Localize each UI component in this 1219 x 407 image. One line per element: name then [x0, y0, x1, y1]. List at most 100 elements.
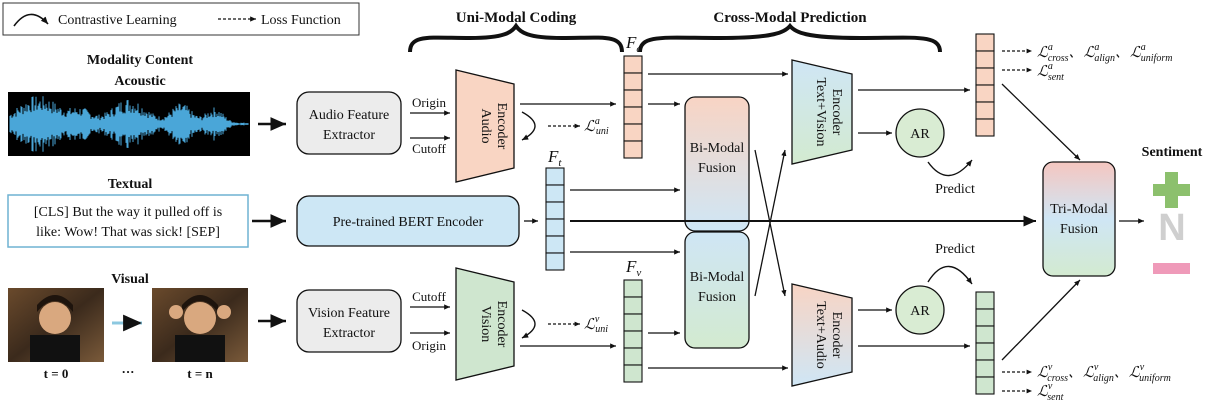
feature-cell — [975, 33, 995, 52]
text-sample-box: [CLS] But the way it pulled off is like:… — [7, 194, 249, 248]
svg-text:Encoder: Encoder — [829, 312, 844, 359]
feature-cell — [623, 72, 643, 91]
visual-label: Visual — [111, 272, 149, 287]
feature-cell — [545, 235, 565, 254]
feature-cell — [975, 308, 995, 327]
text-sample-line2: like: Wow! That was sick! [SEP] — [36, 225, 220, 240]
audio-encoder: Audio Encoder — [455, 69, 515, 183]
unimodal-brace — [408, 22, 624, 53]
plus-icon — [1153, 172, 1190, 208]
textual-label: Textual — [108, 177, 153, 192]
feature-cell — [623, 55, 643, 74]
feature-cell — [623, 347, 643, 366]
feature-cell — [623, 313, 643, 332]
feature-cell — [623, 123, 643, 142]
crossmodal-prediction-title: Cross-Modal Prediction — [713, 10, 867, 26]
feature-cell — [975, 376, 995, 395]
audio-origin-label: Origin — [412, 95, 446, 110]
bimodal-fusion-bottom: Bi-Modal Fusion — [684, 231, 750, 349]
bert-encoder: Pre-trained BERT Encoder — [296, 195, 520, 247]
svg-text:Bi-Modal: Bi-Modal — [690, 270, 745, 285]
video-frame-end — [152, 288, 248, 362]
svg-text:Encoder: Encoder — [494, 301, 509, 348]
svg-text:Audio: Audio — [478, 109, 493, 144]
feature-cell — [975, 118, 995, 137]
svg-text:Tri-Modal: Tri-Modal — [1050, 202, 1108, 217]
feature-cell — [623, 296, 643, 315]
audio-cutoff-label: Cutoff — [412, 141, 446, 156]
predict-label-top: Predict — [935, 182, 975, 197]
svg-text:Extractor: Extractor — [323, 326, 375, 341]
feature-cell — [545, 218, 565, 237]
audio-contrastive-loop — [521, 111, 536, 141]
feature-cell — [975, 67, 995, 86]
text-feature-stack — [545, 167, 565, 271]
legend: Contrastive Learning Loss Function — [2, 2, 360, 36]
svg-text:Audio Feature: Audio Feature — [309, 108, 389, 123]
vision-contrastive-loop — [521, 309, 536, 339]
modality-content-label: Modality Content — [87, 53, 194, 68]
frame-label-dots: ··· — [121, 364, 134, 379]
svg-text:Extractor: Extractor — [323, 128, 375, 143]
ar-bottom: AR — [895, 285, 945, 335]
feature-cell — [975, 50, 995, 69]
feature-label-fa: Fa — [625, 33, 642, 55]
neutral-icon: N — [1158, 207, 1185, 249]
feature-cell — [975, 101, 995, 120]
vision-encoder: Vision Encoder — [455, 267, 515, 381]
ar-top: AR — [895, 108, 945, 158]
svg-text:Pre-trained BERT Encoder: Pre-trained BERT Encoder — [333, 215, 484, 230]
trimodal-fusion: Tri-Modal Fusion — [1042, 161, 1116, 277]
vision-feature-stack — [623, 279, 643, 383]
svg-text:Fusion: Fusion — [698, 161, 736, 176]
audio-feature-extractor: Audio Feature Extractor — [296, 91, 402, 155]
svg-text:AR: AR — [910, 304, 930, 319]
svg-text:Vision: Vision — [478, 306, 493, 343]
feature-label-fv: Fv — [625, 257, 641, 279]
feature-cell — [975, 84, 995, 103]
vision-cutoff-label: Cutoff — [412, 289, 446, 304]
feature-label-ft: Ft — [547, 147, 562, 169]
svg-text:Fusion: Fusion — [698, 290, 736, 305]
vision-prediction-stack — [975, 291, 995, 395]
predict-label-bottom: Predict — [935, 242, 975, 257]
sentiment-title: Sentiment — [1142, 145, 1203, 160]
feature-cell — [975, 342, 995, 361]
feature-cell — [545, 201, 565, 220]
audio-feature-stack — [623, 55, 643, 159]
svg-text:Bi-Modal: Bi-Modal — [690, 141, 745, 156]
vision-feature-extractor: Vision Feature Extractor — [296, 289, 402, 353]
video-frame-start — [8, 288, 104, 362]
svg-text:AR: AR — [910, 127, 930, 142]
svg-text:Fusion: Fusion — [1060, 222, 1098, 237]
feature-cell — [623, 330, 643, 349]
bimodal-fusion-top: Bi-Modal Fusion — [684, 96, 750, 232]
feature-cell — [975, 291, 995, 310]
legend-contrastive-label: Contrastive Learning — [58, 13, 177, 28]
feature-cell — [623, 106, 643, 125]
feature-cell — [623, 364, 643, 383]
feature-cell — [545, 252, 565, 271]
crossmodal-brace — [638, 22, 942, 53]
text-vision-encoder: Text+Vision Encoder — [791, 59, 853, 165]
minus-icon — [1153, 263, 1190, 274]
feature-cell — [623, 89, 643, 108]
svg-text:Text+Audio: Text+Audio — [813, 301, 828, 369]
svg-text:Encoder: Encoder — [494, 103, 509, 150]
audio-prediction-stack — [975, 33, 995, 137]
curved-arrow-icon — [13, 13, 49, 27]
audio-waveform — [8, 92, 250, 156]
text-sample-line1: [CLS] But the way it pulled off is — [34, 205, 222, 220]
unimodal-coding-title: Uni-Modal Coding — [456, 10, 577, 26]
svg-text:Text+Vision: Text+Vision — [813, 77, 828, 146]
legend-loss-label: Loss Function — [261, 13, 341, 28]
feature-cell — [623, 279, 643, 298]
feature-cell — [975, 359, 995, 378]
feature-cell — [545, 167, 565, 186]
feature-cell — [623, 140, 643, 159]
